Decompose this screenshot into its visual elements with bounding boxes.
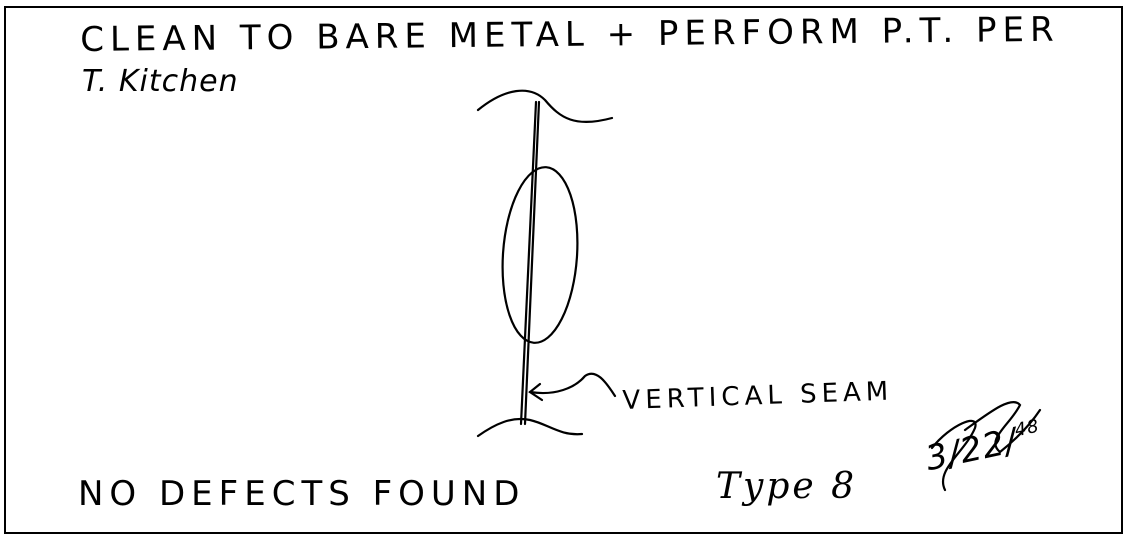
vertical-seam-line-2	[525, 102, 539, 424]
inspection-result: NO DEFECTS FOUND	[78, 474, 525, 514]
type-label: Type 8	[716, 466, 857, 507]
bottom-contour-line	[478, 419, 582, 436]
top-contour-line	[478, 91, 612, 122]
vertical-seam-line	[521, 102, 536, 424]
seam-arrow	[530, 374, 615, 396]
date-year: 48	[1013, 416, 1042, 442]
inspection-oval	[497, 165, 583, 346]
